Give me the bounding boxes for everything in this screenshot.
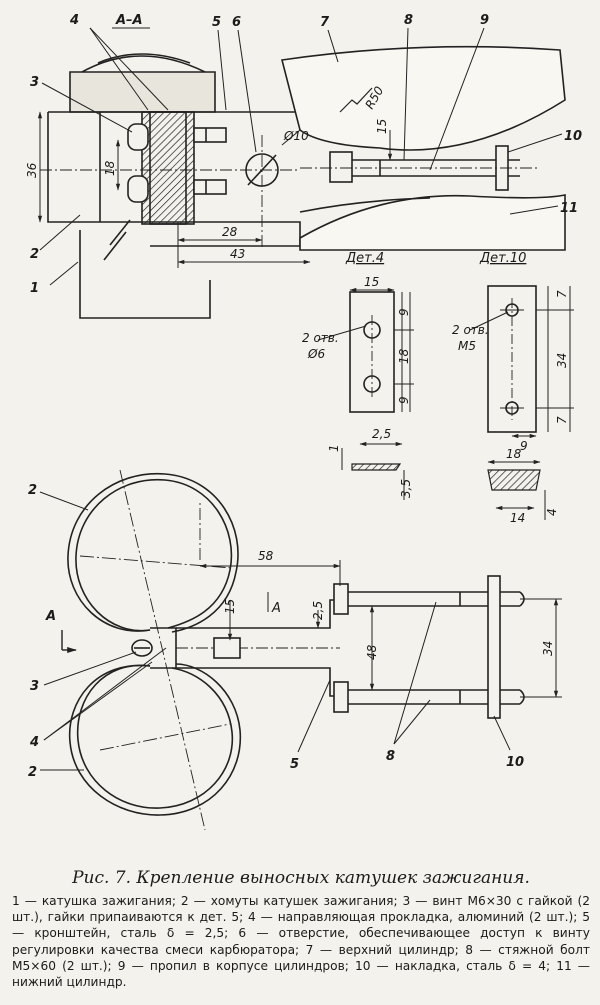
section-mark-a: А [271, 601, 281, 616]
part-label-10-bottom: 10 [506, 755, 524, 770]
detail-10-drawing [469, 285, 574, 520]
det4-h9a: 9 [397, 308, 411, 316]
leaders-top [39, 27, 563, 286]
part-label-3-top: 3 [30, 75, 39, 90]
detail-4-drawing [317, 287, 414, 500]
part-label-8-bottom: 8 [386, 749, 395, 764]
det4-h35: 3,5 [399, 479, 413, 498]
leaders-bottom [39, 491, 511, 771]
figure-caption: Рис. 7. Крепление выносных катушек зажиг… [12, 868, 590, 990]
part-label-2-bottom-upper: 2 [28, 483, 37, 498]
plan-view [61, 469, 525, 831]
dim-w28: 28 [222, 225, 238, 239]
part-label-5-top: 5 [212, 15, 221, 30]
dimensions-bottom [199, 560, 562, 698]
det10-holes-line2: М5 [458, 339, 476, 353]
det10-title: Дет.10 [479, 251, 526, 266]
dim-h18-top: 18 [103, 160, 117, 176]
det4-holes-line1: 2 отв. [302, 331, 339, 345]
dim-h15-bottom: 15 [223, 599, 237, 614]
det4-h1: 1 [327, 444, 341, 452]
dim-w58: 58 [258, 549, 274, 563]
section-label: А–А [115, 13, 143, 28]
dim-h48: 48 [365, 644, 379, 660]
det4-h9b: 9 [397, 396, 411, 404]
dim-h34-bottom: 34 [541, 641, 555, 656]
caption-legend: 1 — катушка зажигания; 2 — хомуты катуше… [12, 894, 590, 990]
det10-w14: 14 [510, 511, 525, 525]
det4-holes-line2: Ø6 [307, 347, 325, 361]
technical-drawing: А–А 4 3 5 6 7 8 9 10 11 2 1 R50 Ø10 15 3… [25, 13, 582, 831]
cylinder-assembly-top [281, 45, 566, 251]
det4-w25: 2,5 [372, 427, 391, 441]
det10-w9: 9 [520, 439, 528, 453]
dim-h36: 36 [25, 162, 39, 178]
part-label-4-bottom: 4 [29, 735, 39, 750]
det10-h34: 34 [555, 353, 569, 368]
part-label-1: 1 [30, 281, 39, 296]
part-label-8-top: 8 [404, 13, 413, 28]
part-label-7: 7 [320, 15, 330, 30]
caption-title: Рис. 7. Крепление выносных катушек зажиг… [72, 868, 530, 888]
part-label-3-bottom: 3 [30, 679, 39, 694]
det10-holes-line1: 2 отв. [452, 323, 489, 337]
det4-h18: 18 [397, 348, 411, 364]
dim-h15-top: 15 [375, 119, 389, 134]
dim-w43: 43 [230, 247, 245, 261]
det10-w18: 18 [506, 447, 522, 461]
part-label-4-top: 4 [69, 13, 79, 28]
det4-w15: 15 [364, 275, 379, 289]
view-label-a: А [45, 609, 56, 624]
section-view [40, 53, 301, 319]
det10-h7a: 7 [555, 290, 569, 298]
det4-title: Дет.4 [345, 251, 384, 266]
part-label-10-top: 10 [564, 129, 582, 144]
part-label-2-top: 2 [30, 247, 39, 262]
part-label-5-bottom: 5 [290, 757, 299, 772]
det10-h7b: 7 [555, 416, 569, 424]
det10-h4: 4 [545, 508, 559, 516]
part-label-11: 11 [560, 201, 578, 216]
dim-h25: 2,5 [311, 601, 325, 620]
part-label-6-top: 6 [232, 15, 241, 30]
dimensions-top [37, 111, 393, 268]
part-label-9: 9 [480, 13, 489, 28]
dim-d10: Ø10 [283, 129, 309, 143]
part-label-2-bottom-lower: 2 [28, 765, 37, 780]
